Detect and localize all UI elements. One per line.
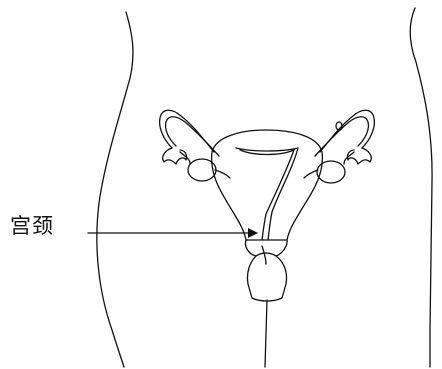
uterus-outline	[212, 130, 323, 240]
vagina-outline	[247, 256, 286, 301]
fallopian-tube-left	[160, 110, 214, 152]
fimbriae-left	[163, 148, 187, 164]
body-outline-left	[97, 12, 133, 367]
cervix-pointer-arrowhead	[248, 228, 258, 238]
bottom-guide-line	[265, 300, 267, 367]
ovary-left	[188, 159, 216, 181]
fimbriae-right	[347, 148, 371, 164]
cervix-outline	[245, 240, 287, 256]
body-outline-right	[410, 8, 432, 367]
fallopian-tube-right	[320, 110, 374, 152]
cervix-label: 宫颈	[10, 216, 54, 237]
